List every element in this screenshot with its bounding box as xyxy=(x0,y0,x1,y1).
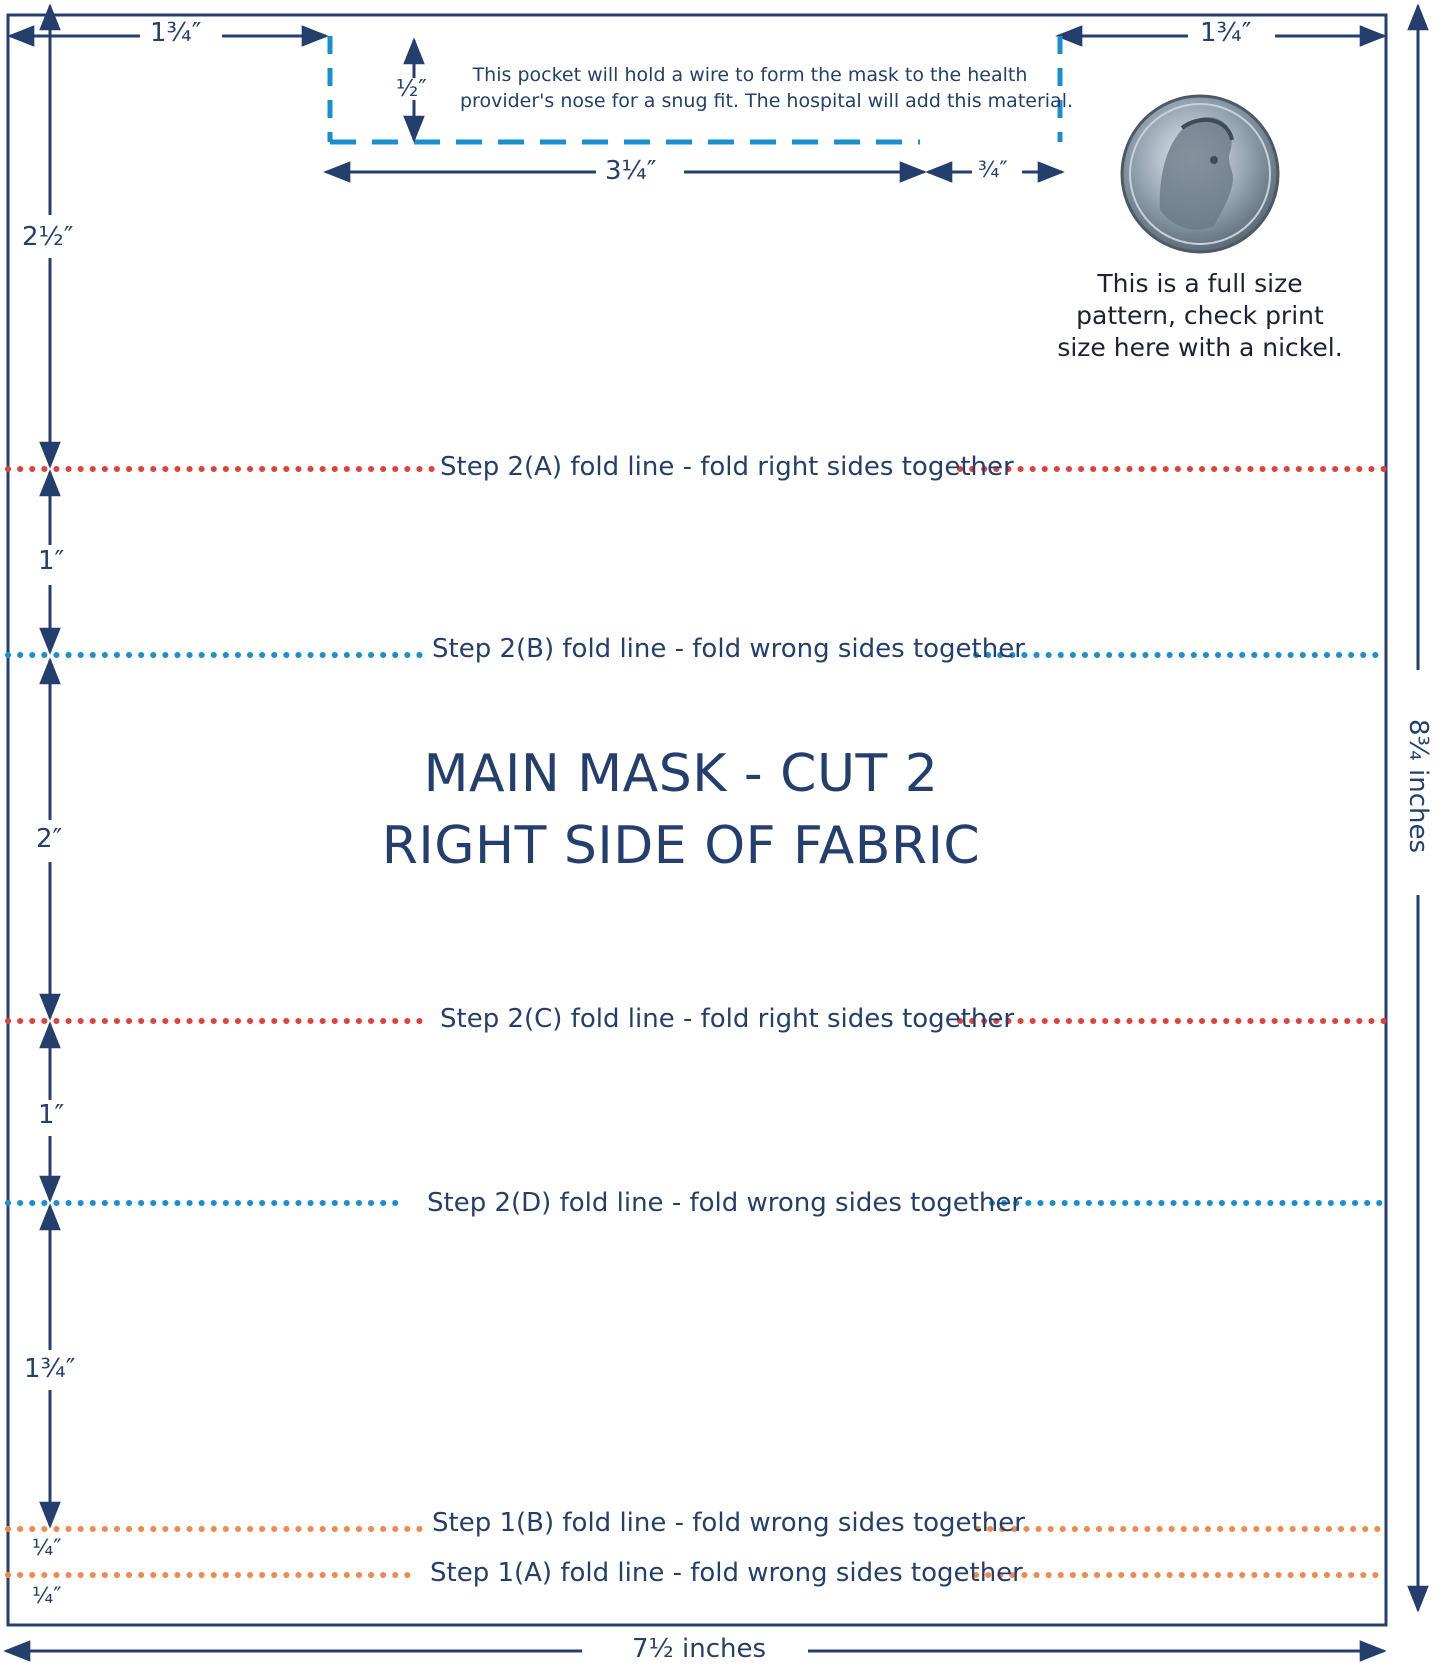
nickel-note-line-1: This is a full size xyxy=(1097,269,1303,298)
dim-left-1b-1a-label: ¼″ xyxy=(32,1536,62,1561)
fold-label-2a: Step 2(A) fold line - fold right sides t… xyxy=(440,452,1014,482)
fold-label-2c: Step 2(C) fold line - fold right sides t… xyxy=(440,1004,1015,1034)
nose-wire-pocket-outline xyxy=(327,36,1063,145)
dim-pocket-height-label: ½″ xyxy=(396,76,427,102)
pattern-title-line-2: RIGHT SIDE OF FABRIC xyxy=(381,816,981,876)
fold-label-2b: Step 2(B) fold line - fold wrong sides t… xyxy=(432,634,1025,664)
dim-left-2d-1b-label: 1¾″ xyxy=(24,1354,76,1384)
nickel-note: This is a full size pattern, check print… xyxy=(1045,268,1355,364)
pocket-note-line-2: provider's nose for a snug fit. The hosp… xyxy=(460,90,1074,112)
fold-label-2d: Step 2(D) fold line - fold wrong sides t… xyxy=(427,1188,1023,1218)
fold-label-1a: Step 1(A) fold line - fold wrong sides t… xyxy=(430,1558,1023,1588)
pattern-title-line-1: MAIN MASK - CUT 2 xyxy=(423,744,939,804)
dim-top-left-label: 1¾″ xyxy=(150,18,202,48)
dim-left-top-label: 2½″ xyxy=(22,222,74,252)
nickel-note-line-3: size here with a nickel. xyxy=(1057,333,1343,362)
pattern-title: MAIN MASK - CUT 2 RIGHT SIDE OF FABRIC xyxy=(371,738,991,882)
pattern-border xyxy=(6,13,1388,1627)
dim-pocket-width-label: 3¼″ xyxy=(605,156,657,186)
width-label: 7½ inches xyxy=(632,1634,767,1664)
dim-left-2a-2b-label: 1″ xyxy=(38,546,65,576)
nickel-note-line-2: pattern, check print xyxy=(1076,301,1324,330)
dim-pocket-gap-label: ¾″ xyxy=(978,158,1008,183)
fold-lines xyxy=(5,466,1387,1578)
pocket-note: This pocket will hold a wire to form the… xyxy=(460,62,1074,114)
nickel-coin-icon xyxy=(1120,94,1280,254)
dim-left-2c-2d-label: 1″ xyxy=(38,1100,65,1130)
height-label: 8¾ inches xyxy=(1403,719,1433,854)
dim-left-1a-edge-label: ¼″ xyxy=(32,1584,62,1609)
fold-label-1b: Step 1(B) fold line - fold wrong sides t… xyxy=(432,1508,1025,1538)
dim-top-right-label: 1¾″ xyxy=(1200,18,1252,48)
dim-left-2b-2c-label: 2″ xyxy=(36,824,63,854)
pocket-note-line-1: This pocket will hold a wire to form the… xyxy=(472,64,1028,86)
